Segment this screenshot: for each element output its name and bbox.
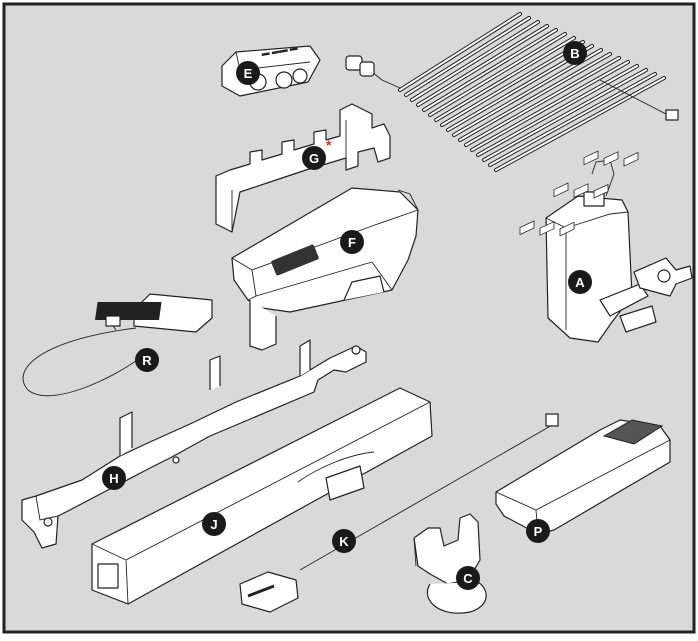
part-p-remote (495, 150, 671, 535)
part-j-motor-tube (91, 387, 433, 605)
badge-p: P (526, 519, 550, 543)
badge-h: H (102, 466, 126, 490)
part-h-mounting-rail (21, 339, 367, 549)
badge-a-label: A (575, 275, 585, 290)
badge-f: F (340, 230, 364, 254)
badge-c-label: C (463, 571, 473, 586)
badge-r: R (135, 348, 159, 372)
part-g-comb-bracket (215, 103, 391, 233)
badge-k-label: K (339, 534, 349, 549)
part-c-clip (413, 513, 487, 614)
badge-c: C (456, 566, 480, 590)
part-f-housing (231, 187, 419, 351)
badge-p-label: P (534, 524, 543, 539)
badge-g: G (302, 146, 326, 170)
badge-r-label: R (142, 353, 152, 368)
badge-b-label: B (570, 46, 579, 61)
badge-j: J (202, 512, 226, 536)
badge-b: B (563, 41, 587, 65)
part-r-sensor (22, 293, 213, 397)
badge-e: E (236, 61, 260, 85)
part-b-ribbed-strip (345, 12, 679, 172)
badge-j-label: J (210, 517, 217, 532)
badge-e-label: E (244, 66, 253, 81)
badge-f-label: F (348, 235, 356, 250)
badge-k: K (332, 529, 356, 553)
badge-g-label: G (309, 151, 319, 166)
badge-a: A (568, 270, 592, 294)
g-asterisk-marker: * (326, 137, 332, 153)
badge-h-label: H (109, 471, 118, 486)
